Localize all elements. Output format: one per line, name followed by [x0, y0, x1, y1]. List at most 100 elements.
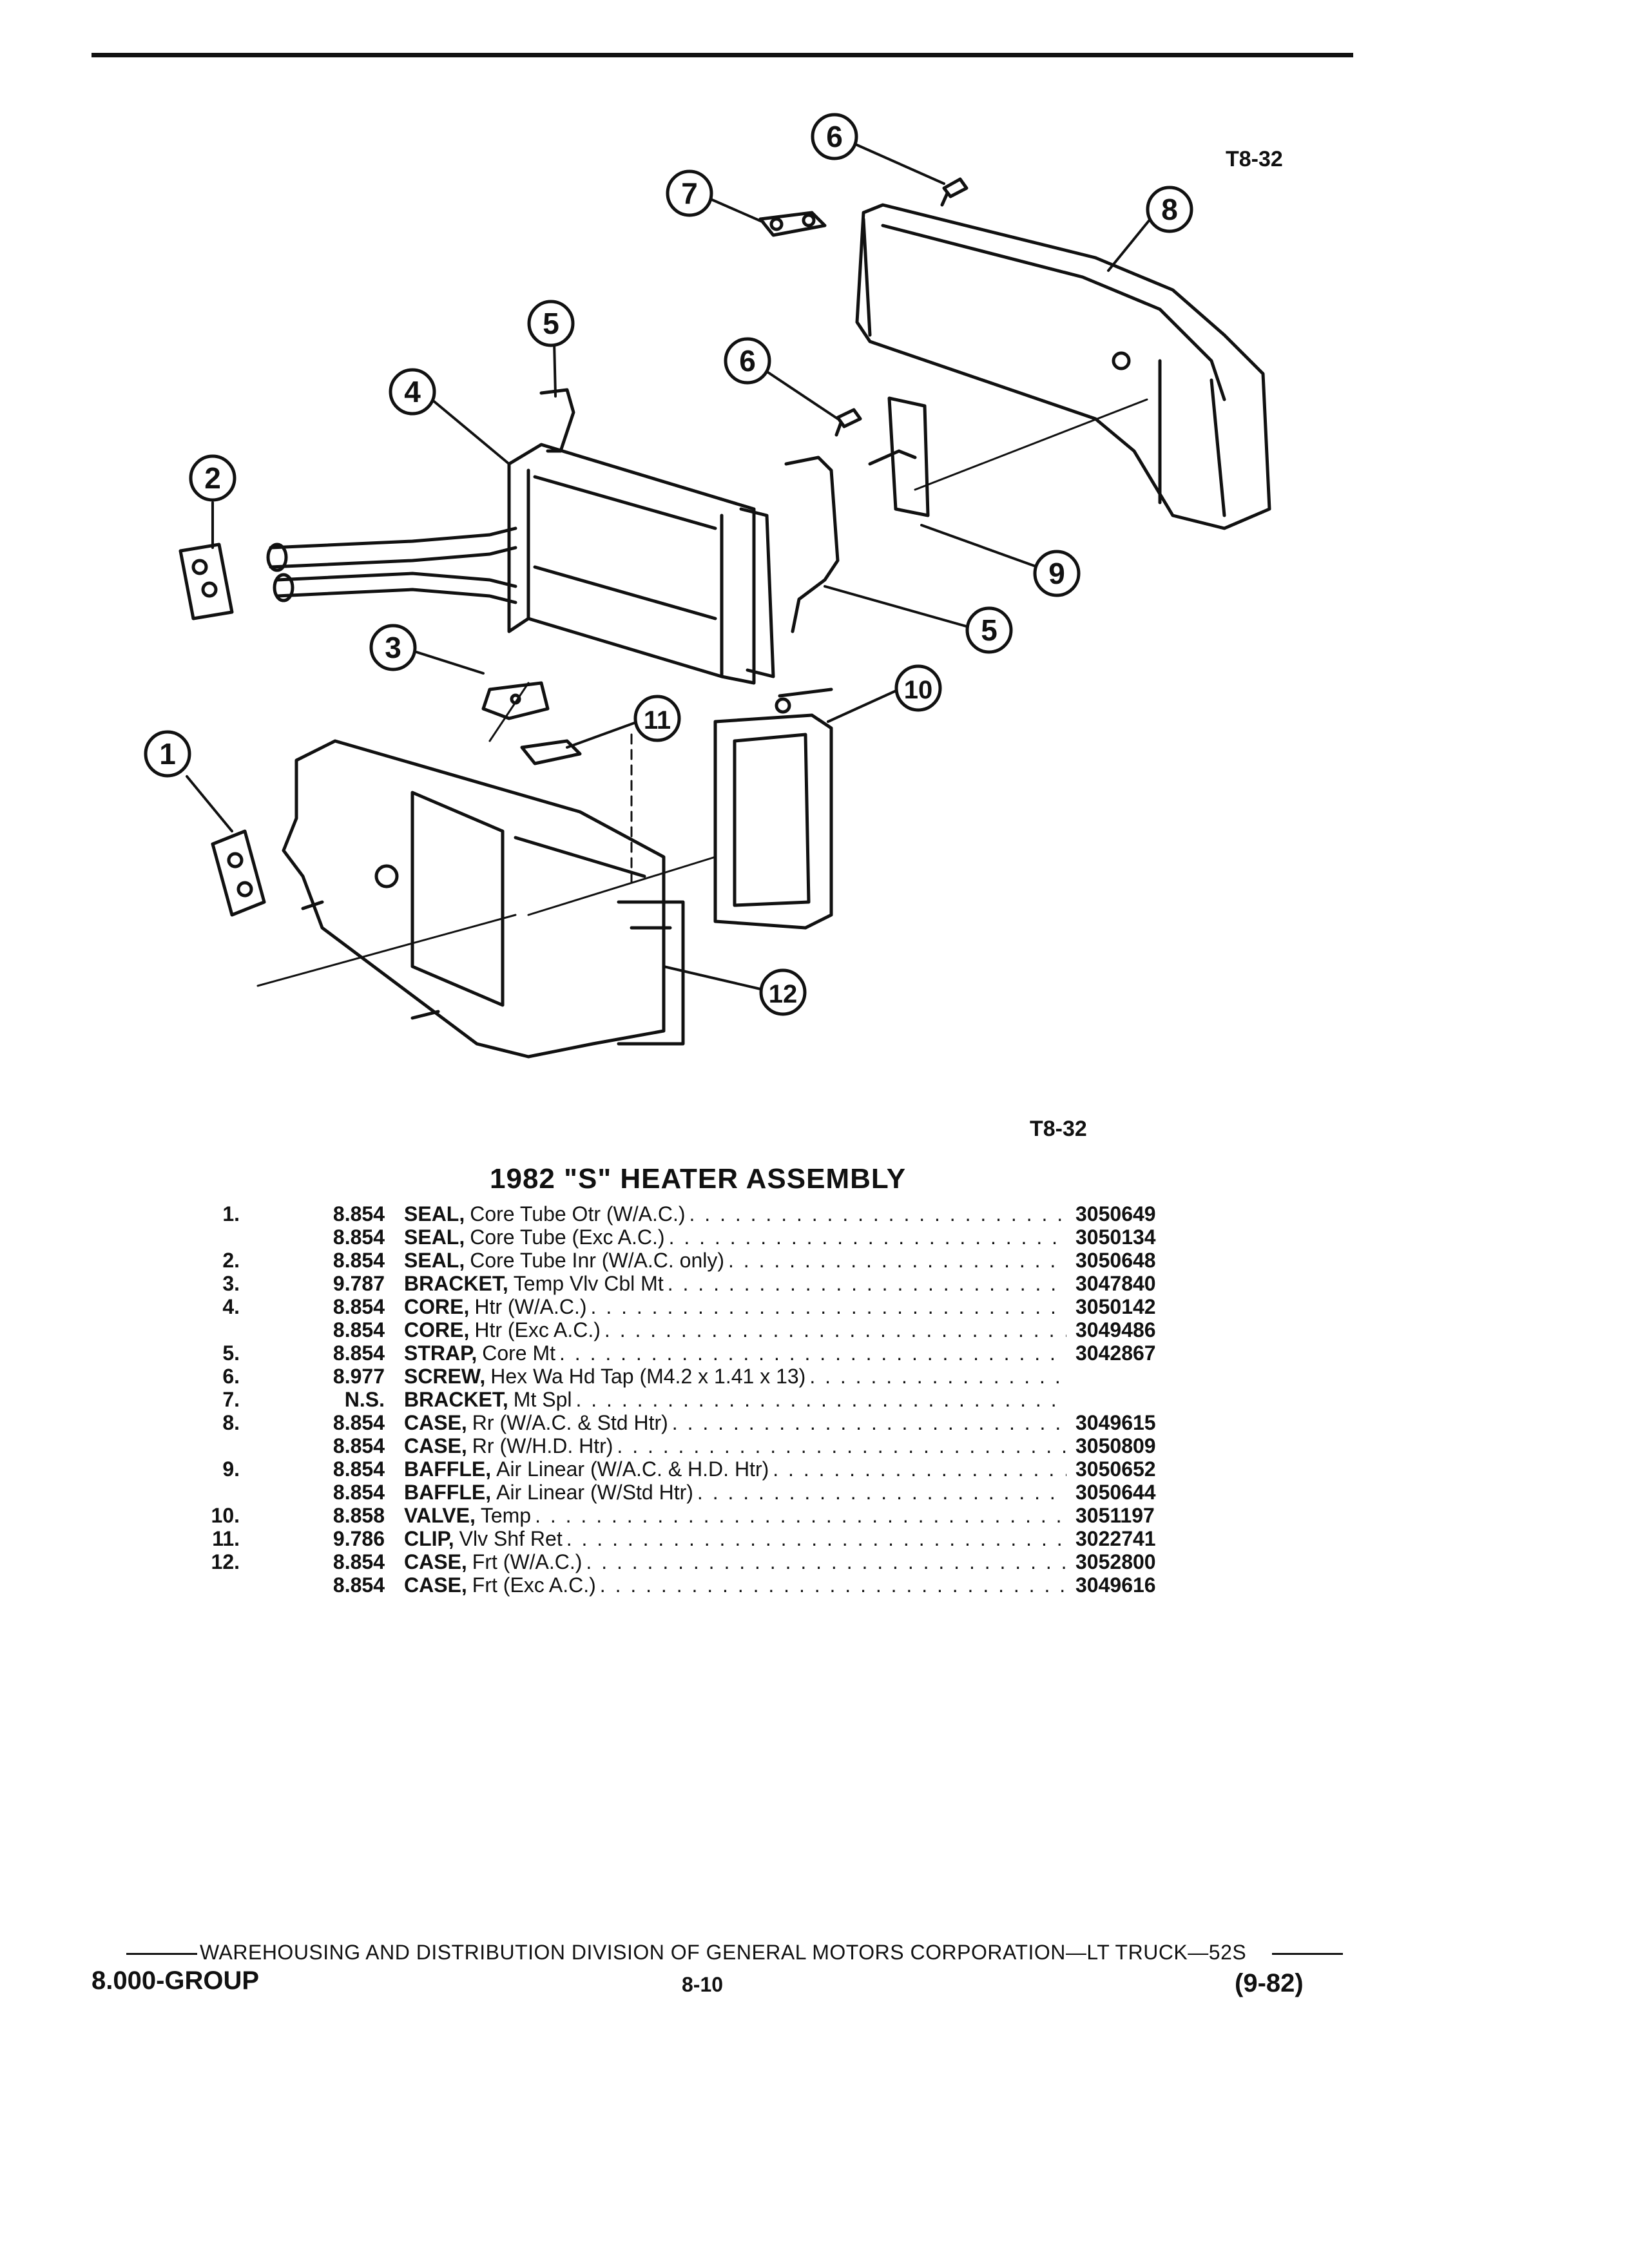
parts-row: 6. 8.977 SCREW,Hex Wa Hd Tap (M4.2 x 1.41 … [168, 1365, 1224, 1388]
footer-page-number: 8-10 [682, 1973, 724, 1996]
leader-dots [686, 1202, 1066, 1225]
callout-12: 12 [769, 980, 798, 1008]
strap-right-drawing [784, 456, 840, 633]
part-name: CASE, [404, 1411, 467, 1434]
leader-dots [769, 1457, 1066, 1481]
callout-5-top: 5 [543, 307, 559, 340]
part-name: BAFFLE, [404, 1481, 492, 1504]
callout-8: 8 [1161, 193, 1178, 226]
part-number: 3050644 [1075, 1481, 1156, 1504]
part-description: CORE,Htr (W/A.C.) [404, 1295, 1066, 1318]
seal-2-drawing [178, 543, 234, 620]
mid-screw-drawing [834, 408, 862, 437]
part-description: CASE,Frt (W/A.C.) [404, 1550, 1066, 1573]
part-number: 3022741 [1075, 1527, 1156, 1550]
part-number: 3050652 [1075, 1457, 1156, 1481]
temp-valve-drawing [713, 687, 833, 930]
footer-division-text: WAREHOUSING AND DISTRIBUTION DIVISION OF… [200, 1941, 1247, 1964]
callout-10: 10 [904, 676, 933, 704]
part-description: BRACKET,Temp Vlv Cbl Mt [404, 1272, 1066, 1295]
part-name: CORE, [404, 1318, 470, 1341]
callout-7: 7 [681, 177, 698, 210]
callout-3: 3 [385, 631, 401, 664]
leader-dots [572, 1388, 1066, 1411]
part-name: BRACKET, [404, 1388, 508, 1411]
part-number: 3049615 [1075, 1411, 1156, 1434]
callout-6-top: 6 [826, 120, 843, 153]
part-description: BAFFLE,Air Linear (W/Std Htr) [404, 1481, 1066, 1504]
callout-9: 9 [1048, 557, 1065, 590]
group-number: 8.854 [333, 1202, 385, 1225]
footer-date: (9-82) [1235, 1969, 1304, 1997]
part-description: CASE,Frt (Exc A.C.) [404, 1573, 1066, 1597]
group-number: 8.854 [333, 1295, 385, 1318]
part-description: SCREW,Hex Wa Hd Tap (M4.2 x 1.41 x 13) [404, 1365, 1066, 1388]
group-number: 9.786 [333, 1527, 385, 1550]
part-detail: Temp [480, 1504, 532, 1527]
part-number: 3050809 [1075, 1434, 1156, 1457]
part-detail: Rr (W/A.C. & Std Htr) [472, 1411, 668, 1434]
part-description: VALVE,Temp [404, 1504, 1066, 1527]
group-number: 8.858 [333, 1504, 385, 1527]
part-detail: Vlv Shf Ret [459, 1527, 563, 1550]
item-number: 6. [222, 1365, 240, 1388]
group-number: N.S. [344, 1388, 385, 1411]
part-description: BAFFLE,Air Linear (W/A.C. & H.D. Htr) [404, 1457, 1066, 1481]
item-number [168, 1225, 240, 1249]
item-number: 7. [222, 1388, 240, 1411]
part-detail: Hex Wa Hd Tap (M4.2 x 1.41 x 13) [490, 1365, 806, 1388]
group-number: 8.854 [333, 1573, 385, 1597]
part-name: CLIP, [404, 1527, 454, 1550]
part-detail: Htr (W/A.C.) [474, 1295, 587, 1318]
group-number: 9.787 [333, 1272, 385, 1295]
leader-dots [563, 1527, 1066, 1550]
part-number [1075, 1388, 1191, 1411]
footer-division-line: WAREHOUSING AND DISTRIBUTION DIVISION OF… [126, 1941, 1344, 1965]
part-number: 3050134 [1075, 1225, 1156, 1249]
leader-dots [613, 1434, 1066, 1457]
item-number: 4. [222, 1295, 240, 1318]
part-description: BRACKET,Mt Spl [404, 1388, 1066, 1411]
part-number: 3050648 [1075, 1249, 1156, 1272]
part-detail: Core Tube Otr (W/A.C.) [470, 1202, 686, 1225]
part-name: BRACKET, [404, 1272, 508, 1295]
strap-top-drawing [539, 388, 575, 453]
part-detail: Htr (Exc A.C.) [474, 1318, 601, 1341]
top-screw-drawing [940, 177, 969, 207]
part-description: CASE,Rr (W/A.C. & Std Htr) [404, 1411, 1066, 1434]
group-number: 8.977 [333, 1365, 385, 1388]
part-description: CORE,Htr (Exc A.C.) [404, 1318, 1066, 1341]
leader-dots [555, 1341, 1066, 1365]
callout-1: 1 [159, 737, 176, 771]
parts-row: 7. N.S. BRACKET,Mt Spl [168, 1388, 1224, 1411]
heater-core-drawing [507, 443, 775, 685]
callout-2: 2 [204, 461, 221, 495]
group-number: 8.854 [333, 1550, 385, 1573]
part-detail: Air Linear (W/Std Htr) [496, 1481, 693, 1504]
part-detail: Rr (W/H.D. Htr) [472, 1434, 613, 1457]
leader-dots [664, 1272, 1066, 1295]
leader-dots [668, 1411, 1066, 1434]
part-detail: Core Tube (Exc A.C.) [470, 1225, 665, 1249]
part-description: SEAL,Core Tube Inr (W/A.C. only) [404, 1249, 1066, 1272]
item-number: 2. [222, 1249, 240, 1272]
part-name: SEAL, [404, 1202, 465, 1225]
part-detail: Core Tube Inr (W/A.C. only) [470, 1249, 725, 1272]
part-number: 3042867 [1075, 1341, 1156, 1365]
part-name: SEAL, [404, 1249, 465, 1272]
part-name: CASE, [404, 1434, 467, 1457]
leader-dots [693, 1481, 1066, 1504]
group-number: 8.854 [333, 1225, 385, 1249]
item-number [168, 1434, 240, 1457]
part-number: 3049486 [1075, 1318, 1156, 1341]
item-number [168, 1481, 240, 1504]
part-detail: Frt (W/A.C.) [472, 1550, 583, 1573]
part-name: CASE, [404, 1573, 467, 1597]
item-number [168, 1573, 240, 1597]
part-detail: Mt Spl [513, 1388, 572, 1411]
